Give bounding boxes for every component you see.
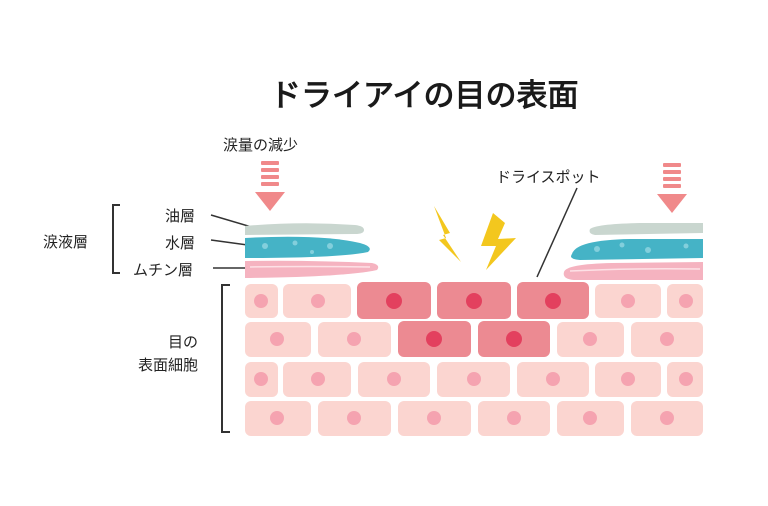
lightning-icon bbox=[481, 213, 516, 270]
page-title: ドライアイの目の表面 bbox=[270, 78, 579, 114]
water-layer-label: 水層 bbox=[165, 234, 196, 252]
eye-surface-label-line1: 目の bbox=[168, 333, 199, 351]
mucin-layer-right bbox=[563, 262, 703, 280]
surface-cells bbox=[245, 282, 703, 436]
dryspot-leader-line bbox=[536, 187, 578, 278]
oil-layer-left bbox=[245, 223, 364, 235]
eye-surface-label-line2: 表面細胞 bbox=[138, 356, 199, 374]
tear-film-bracket bbox=[112, 204, 120, 274]
water-layer-left bbox=[245, 236, 370, 258]
water-layer-right bbox=[571, 239, 703, 260]
mucin-layer-left bbox=[245, 260, 379, 278]
oil-layer-right bbox=[589, 223, 703, 235]
down-arrow-icon bbox=[657, 163, 687, 213]
dry-spot-label: ドライスポット bbox=[496, 168, 601, 186]
surface-cells-bracket bbox=[221, 284, 230, 433]
mucin-layer-label: ムチン層 bbox=[133, 261, 194, 279]
down-arrow-icon bbox=[255, 161, 285, 211]
tear-decrease-label: 涙量の減少 bbox=[223, 136, 299, 154]
oil-layer-label: 油層 bbox=[165, 207, 196, 225]
lightning-icon bbox=[434, 206, 461, 262]
tear-film-label: 涙液層 bbox=[43, 233, 89, 251]
